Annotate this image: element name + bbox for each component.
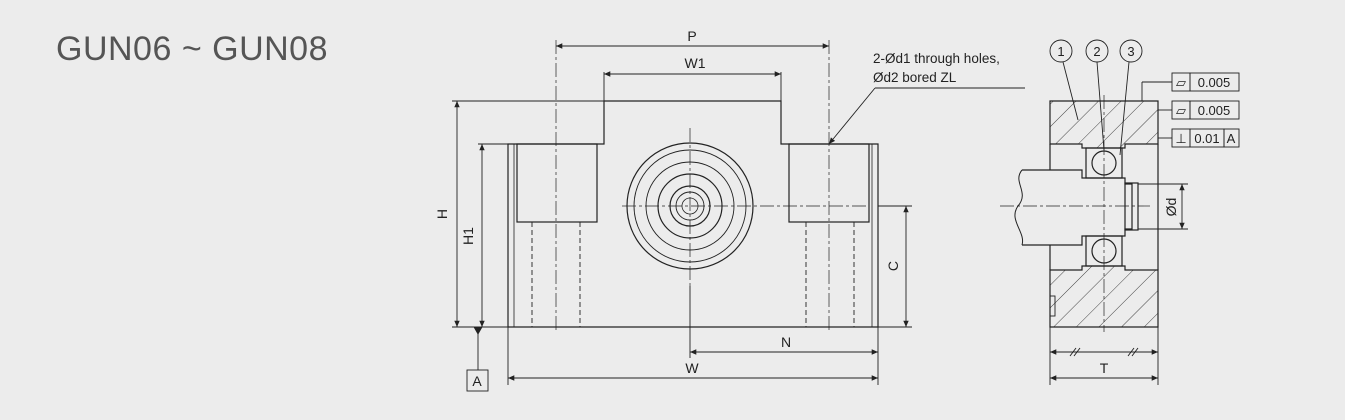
dimension-H: [452, 100, 604, 327]
dim-label-N: N: [781, 334, 791, 350]
dim-label-T: T: [1100, 360, 1109, 376]
part-balloons: [1049, 39, 1143, 156]
dim-label-P: P: [687, 28, 696, 44]
dimension-N: [689, 286, 879, 385]
callout-line-1: 2-Ød1 through holes,: [873, 51, 1000, 66]
balloon-2: 2: [1093, 44, 1100, 59]
tol-symbol-2: ▱: [1176, 103, 1186, 118]
tol-symbol-3: ⊥: [1175, 131, 1186, 146]
page-title: GUN06 ~ GUN08: [56, 30, 328, 68]
balloon-3: 3: [1127, 44, 1134, 59]
dimension-T: [1049, 327, 1159, 385]
balloon-1: 1: [1057, 44, 1064, 59]
tol-value-2: 0.005: [1198, 103, 1231, 118]
dim-label-W1: W1: [685, 55, 706, 71]
dimension-C: [878, 205, 912, 328]
hole-callout-leader: [828, 87, 1025, 145]
shaft: [1022, 169, 1133, 246]
tol-symbol-1: ▱: [1176, 75, 1186, 90]
dim-label-W: W: [685, 360, 699, 376]
tol-value-1: 0.005: [1198, 75, 1231, 90]
dimension-W: [507, 327, 878, 385]
tol-datum-3: A: [1227, 131, 1236, 146]
dim-label-C: C: [885, 261, 901, 271]
counterbore-left: [516, 143, 598, 223]
dimension-d: [1138, 183, 1188, 230]
dimension-W1: [603, 71, 782, 101]
block-outline: [507, 100, 879, 328]
dim-label-d: Ød: [1163, 198, 1179, 217]
bearing-outer-circle: [626, 142, 754, 270]
tol-value-3: 0.01: [1194, 131, 1219, 146]
callout-line-2: Ød2 bored ZL: [873, 70, 957, 85]
tolerance-frames: [1141, 72, 1240, 148]
datum-A-label: A: [472, 373, 482, 389]
front-view: [507, 40, 879, 332]
dim-label-H: H: [434, 209, 450, 219]
lock-nut: [1124, 182, 1139, 231]
dim-label-H1: H1: [460, 227, 476, 245]
datum-A-marker: [466, 326, 489, 392]
side-section-view: [1014, 100, 1159, 328]
